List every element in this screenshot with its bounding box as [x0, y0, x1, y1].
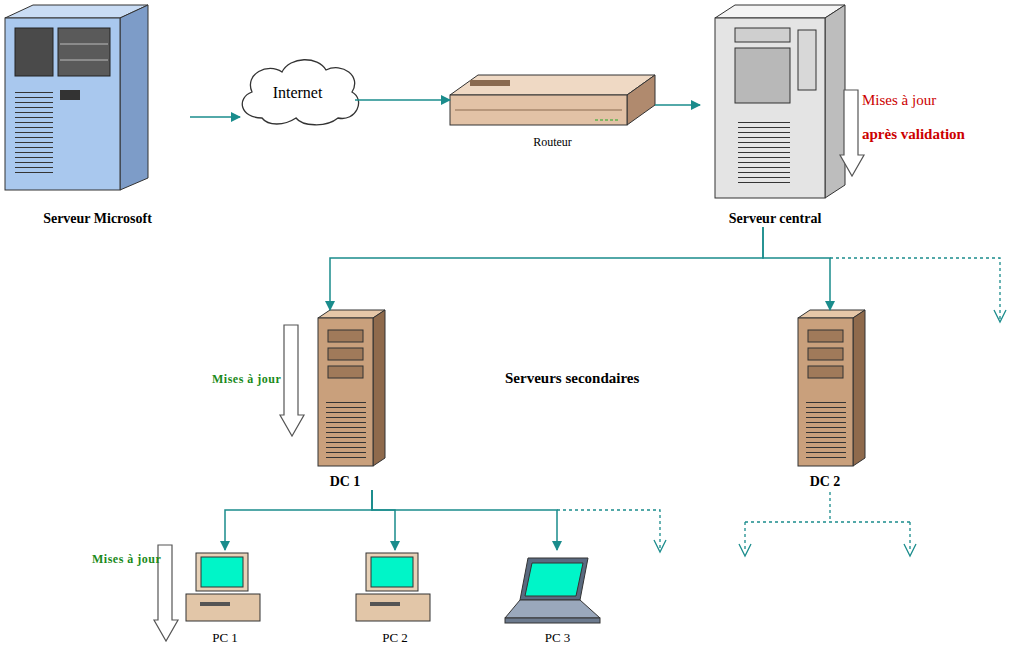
router: Routeur	[450, 75, 655, 150]
update-arrow	[840, 90, 864, 176]
server-label: Serveur central	[729, 211, 822, 227]
pc3-laptop	[505, 558, 600, 623]
update-note: Mises à jour	[212, 372, 281, 387]
network-link	[355, 99, 450, 101]
group-label: Serveurs secondaires	[505, 370, 639, 387]
update-note: Mises à jour	[92, 552, 161, 567]
dc2-server-tower	[798, 310, 865, 466]
domain-controller: DC 2	[780, 310, 870, 490]
central-server: Serveur central	[700, 5, 850, 227]
network-link	[225, 490, 372, 550]
server-label: Serveur Microsoft	[43, 211, 152, 227]
dc1-server-tower	[318, 310, 385, 466]
server-label: DC 1	[330, 474, 361, 490]
laptop-pc: PC 3	[500, 550, 615, 646]
update-note: après validation	[862, 126, 965, 143]
router-label: Routeur	[533, 135, 572, 150]
microsoft-server-tower	[5, 5, 148, 190]
pc-label: PC 1	[212, 630, 238, 646]
pc1-desktop	[186, 553, 260, 621]
network-link	[763, 227, 830, 310]
pc-label: PC 2	[382, 630, 408, 646]
desktop-pc: PC 2	[350, 550, 440, 646]
pc2-desktop	[356, 553, 430, 621]
network-link	[190, 116, 240, 118]
network-link	[330, 227, 763, 310]
router-box	[450, 75, 655, 125]
continuation-lines	[557, 258, 1000, 552]
internet-cloud: Internet	[240, 60, 355, 125]
update-arrow	[280, 325, 304, 436]
cloud-label: Internet	[273, 84, 323, 102]
open-arrowheads	[654, 310, 1006, 556]
pc-label: PC 3	[545, 630, 571, 646]
microsoft-server: Serveur Microsoft	[5, 5, 190, 227]
desktop-pc: PC 1	[180, 550, 270, 646]
network-link	[372, 490, 395, 550]
central-server-tower	[715, 5, 845, 198]
update-note: Mises à jour	[862, 92, 936, 109]
server-label: DC 2	[810, 474, 841, 490]
domain-controller: DC 1	[300, 310, 390, 490]
internet-cloud	[242, 60, 358, 125]
network-link	[372, 490, 557, 550]
network-link	[655, 104, 700, 106]
